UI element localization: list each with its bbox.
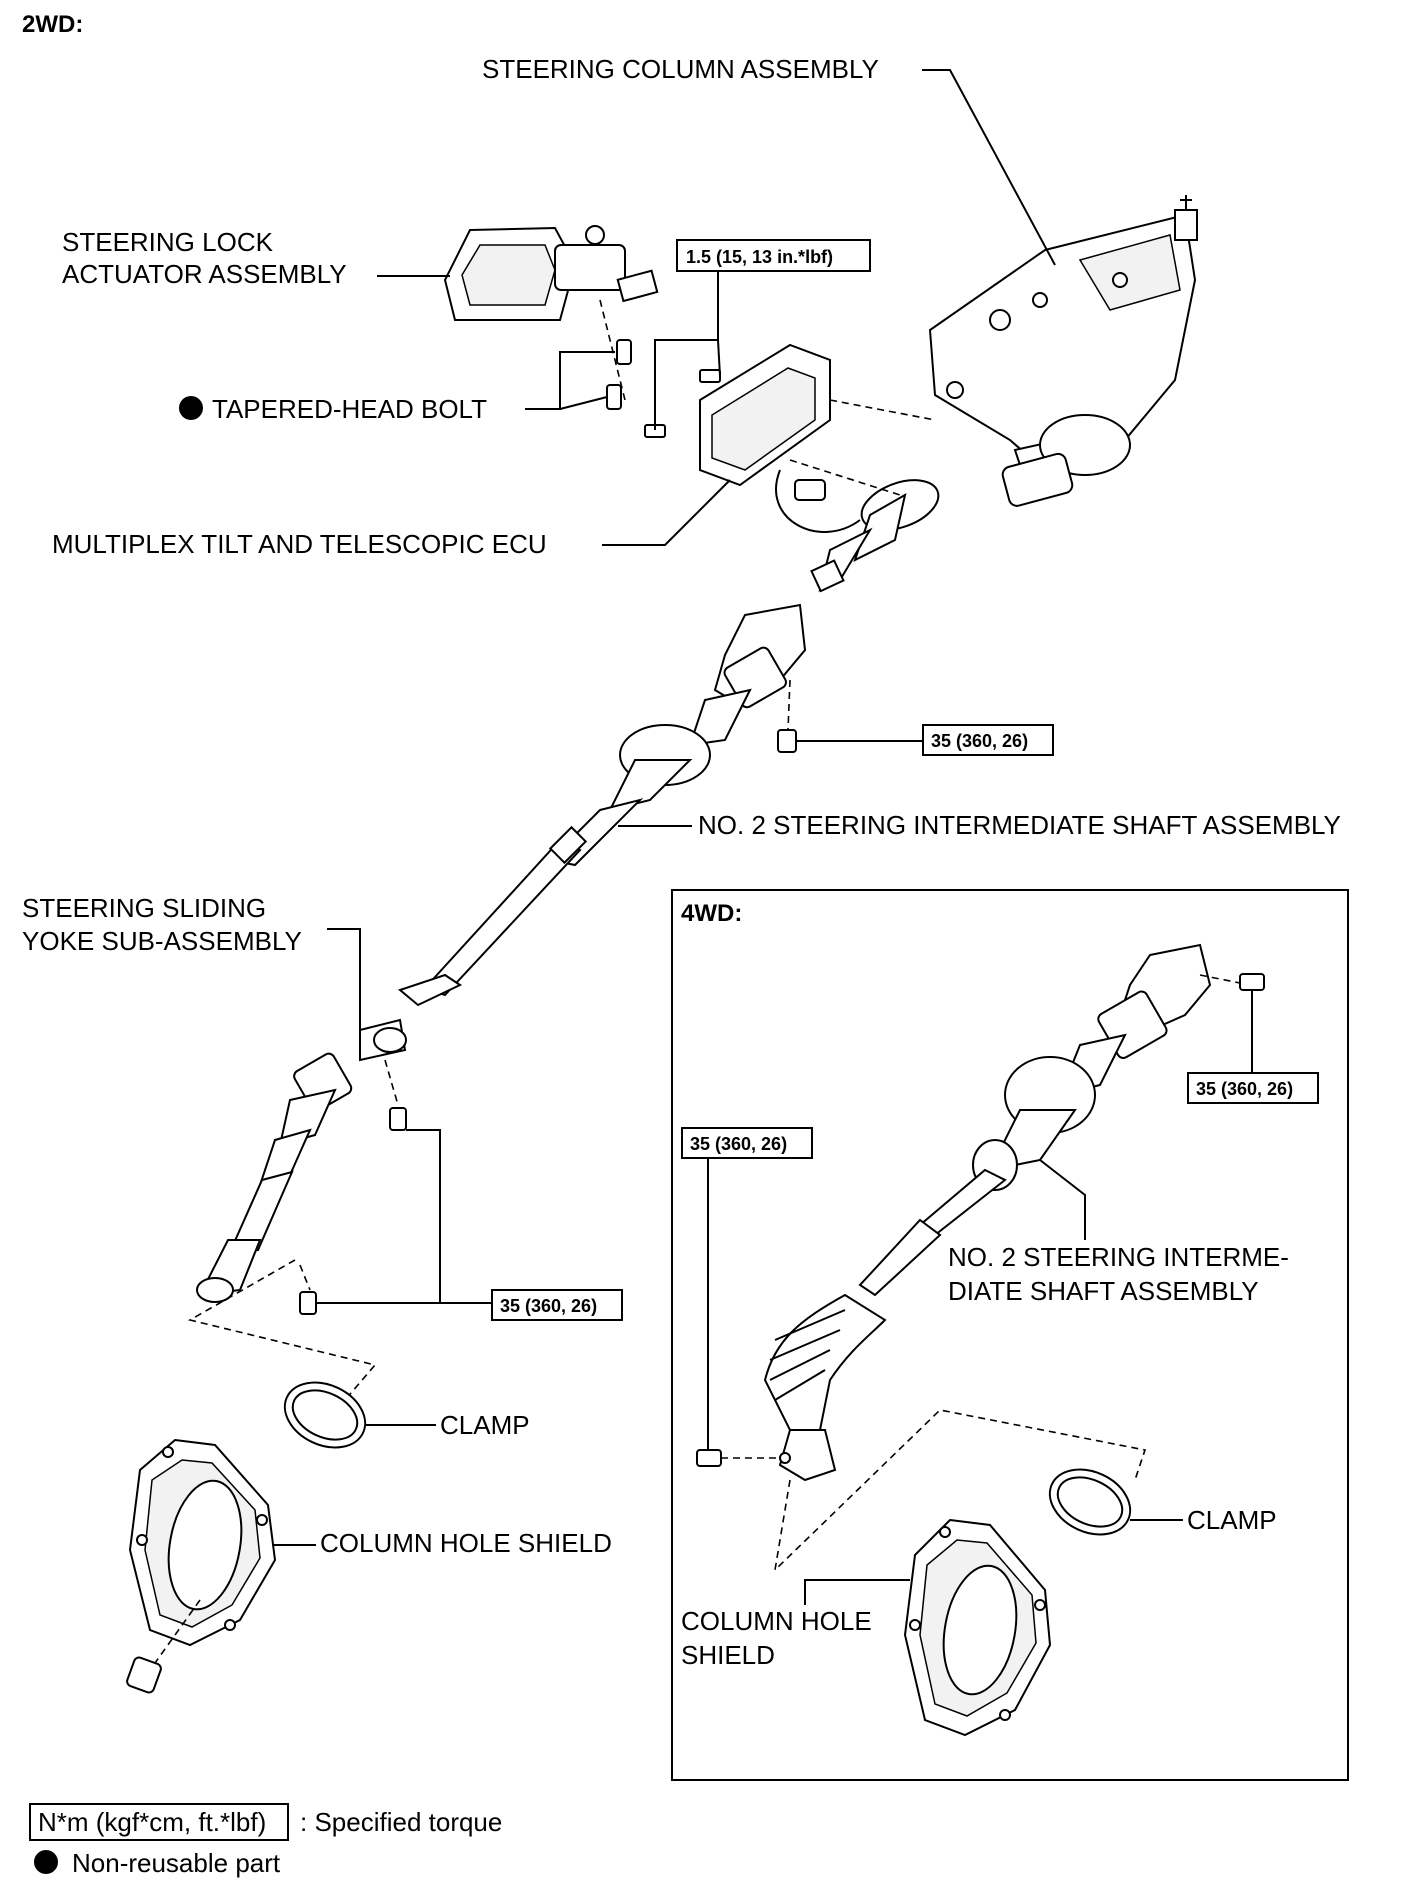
bolt-yoke-lower [299, 1291, 317, 1315]
legend-non-reusable: Non-reusable part [72, 1848, 281, 1878]
label-tapered-head-bolt: TAPERED-HEAD BOLT [212, 394, 487, 424]
label-no2-shaft-4wd-line2: DIATE SHAFT ASSEMBLY [948, 1276, 1259, 1306]
legend-torque-box [29, 1803, 289, 1841]
label-steering-lock-line1: STEERING LOCK [62, 227, 274, 257]
label-column-hole-shield-2wd: COLUMN HOLE SHIELD [320, 1528, 612, 1558]
torque-shaft-4wd-upper: 35 (360, 26) [1196, 1079, 1293, 1099]
shaft-to-clamp-line-4wd [773, 1409, 1147, 1573]
label-column-hole-shield-4wd-line1: COLUMN HOLE [681, 1606, 872, 1636]
ecu-mount-line-2 [789, 459, 901, 496]
label-no2-shaft-2wd: NO. 2 STEERING INTERMEDIATE SHAFT ASSEMB… [698, 810, 1341, 840]
torque-box-shaft-4wd-upper [1187, 1072, 1319, 1104]
bolt-shaft-2wd [777, 729, 797, 753]
column-hole-shield-4wd-drawing [903, 1518, 1052, 1737]
leader-multiplex-ecu [602, 479, 731, 546]
label-clamp-2wd: CLAMP [440, 1410, 530, 1440]
leader-ecu-torque [654, 271, 719, 430]
leader-sliding-yoke [327, 928, 361, 1030]
column-hole-shield-2wd-drawing [128, 1438, 277, 1647]
yoke-bolt-line-upper [384, 1059, 399, 1106]
legend-torque-units: N*m (kgf*cm, ft.*lbf) [38, 1807, 266, 1837]
leader-tapered-bolt-upper [525, 351, 615, 410]
label-sliding-yoke-line1: STEERING SLIDING [22, 893, 266, 923]
steering-lock-actuator-drawing [443, 225, 659, 321]
leader-column-hole-shield-4wd [804, 1579, 910, 1605]
ecu-mount-line [829, 399, 936, 421]
label-steering-column-assembly: STEERING COLUMN ASSEMBLY [482, 54, 879, 84]
legend-non-reusable-dot-icon [34, 1850, 58, 1874]
intermediate-shaft-4wd-drawing [763, 943, 1212, 1482]
bolt-shaft-4wd-lower [696, 1449, 722, 1467]
torque-shaft-2wd: 35 (360, 26) [931, 731, 1028, 751]
leader-steering-column [922, 69, 1056, 266]
bolt-shaft-4wd-upper [1239, 973, 1265, 991]
leader-yoke-torque [316, 1129, 441, 1304]
shield-to-shaft-line [149, 1599, 201, 1671]
shaft-end-2wd [126, 1656, 162, 1694]
yoke-to-clamp-line [187, 1259, 377, 1401]
sliding-yoke-drawing [196, 1018, 407, 1303]
yoke-bolt-line-lower [299, 1264, 311, 1291]
torque-box-yoke [491, 1289, 623, 1321]
label-steering-lock-line2: ACTUATOR ASSEMBLY [62, 259, 347, 289]
torque-yoke: 35 (360, 26) [500, 1296, 597, 1316]
shaft-bolt-line-2wd [787, 679, 791, 731]
clamp-2wd-drawing [283, 1381, 367, 1449]
torque-box-ecu [676, 239, 871, 272]
label-clamp-4wd: CLAMP [1187, 1505, 1277, 1535]
leader-ecu-torque-2 [717, 339, 721, 377]
inset-4wd-frame [671, 889, 1349, 1781]
non-reusable-dot-icon [179, 396, 203, 420]
tapered-head-bolts [599, 299, 632, 410]
multiplex-ecu-drawing [644, 343, 861, 533]
label-sliding-yoke-line2: YOKE SUB-ASSEMBLY [22, 926, 302, 956]
torque-box-shaft-2wd [922, 724, 1054, 756]
legend-torque-desc: : Specified torque [300, 1807, 502, 1837]
steering-column-assembly-drawing [810, 195, 1198, 593]
label-no2-shaft-4wd-line1: NO. 2 STEERING INTERME- [948, 1242, 1289, 1272]
shaft-bolt-line-4wd-upper [1199, 974, 1241, 984]
section-2wd-header: 2WD: [22, 11, 83, 38]
clamp-4wd-drawing [1048, 1468, 1132, 1536]
torque-shaft-4wd-lower: 35 (360, 26) [690, 1134, 787, 1154]
section-4wd-header: 4WD: [681, 900, 742, 927]
leader-no2-shaft-4wd [1039, 1159, 1086, 1240]
torque-box-shaft-4wd-lower [681, 1127, 813, 1159]
label-column-hole-shield-4wd-line2: SHIELD [681, 1640, 775, 1670]
bolt-yoke-upper [389, 1107, 407, 1131]
intermediate-shaft-2wd-drawing [397, 603, 807, 1007]
label-multiplex-ecu: MULTIPLEX TILT AND TELESCOPIC ECU [52, 529, 547, 559]
leader-tapered-bolt-lower [559, 396, 608, 410]
torque-ecu: 1.5 (15, 13 in.*lbf) [686, 247, 833, 267]
